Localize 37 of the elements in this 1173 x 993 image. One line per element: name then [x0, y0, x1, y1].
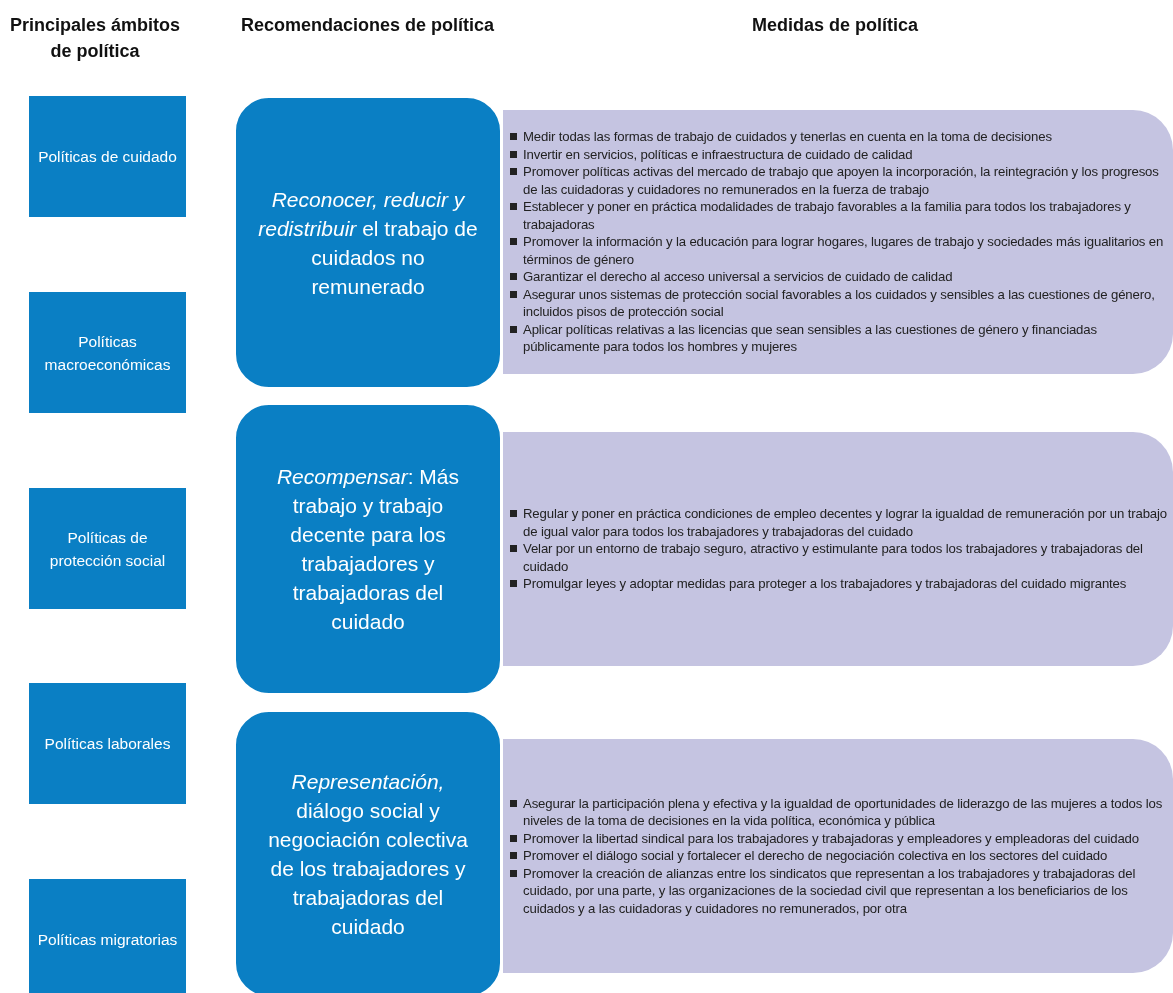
bullet-item: Promover políticas activas del mercado de trabajo que apoyen la incorporación, la reintegración y los progresos de las cuidadoras y cuidadores no remunerados en la fuerza de trabajo	[509, 163, 1169, 199]
recommendation-box	[233, 95, 503, 390]
policy-area-label: Políticas de cuidado	[38, 147, 177, 167]
bullet-item: Promover la información y la educación para lograr hogares, lugares de trabajo y sociedades más igualitarios en términos de género	[509, 233, 1169, 269]
bullet-item: Promover la libertad sindical para los trabajadores y trabajadoras y empleadores y empleadoras del cuidado	[509, 829, 1169, 848]
recommendation-box	[233, 709, 503, 993]
bullet-item: Invertir en servicios, políticas e infraestructura de cuidado de calidad	[509, 145, 1169, 164]
recommendation-box	[233, 402, 503, 696]
policy-area-label: Políticas migratorias	[37, 930, 178, 950]
measures-panel	[503, 432, 1173, 666]
policy-area-box	[29, 96, 186, 217]
policy-area-label: Políticas laborales	[44, 734, 171, 754]
policy-area-label: Políticas macroeconómicas	[43, 331, 172, 375]
bullet-item: Garantizar el derecho al acceso universal a servicios de cuidado de calidad	[509, 268, 1169, 286]
bullet-item: Asegurar unos sistemas de protección social favorables a los cuidados y sensibles a las cuestiones de género, incluidos pisos de protección social	[509, 285, 1169, 321]
bullet-item: Promover el diálogo social y fortalecer el derecho de negociación colectiva en los sectores del cuidado	[509, 847, 1169, 865]
measures-panel	[503, 739, 1173, 973]
bullet-item: Establecer y poner en práctica modalidades de trabajo favorables a la familia para todos los trabajadores y trabajadoras	[509, 198, 1169, 234]
policy-area-box	[29, 292, 186, 413]
bullet-item: Aplicar políticas relativas a las licencias que sean sensibles a las cuestiones de género y financiadas públicamente para todos los hombres y mujeres	[509, 320, 1169, 356]
policy-area-box	[29, 879, 186, 993]
recommendation-text: Reconocer, reducir y redistribuir el trabajo de cuidados no remunerado	[258, 186, 478, 300]
recommendation-text: Recompensar: Más trabajo y trabajo decente para los trabajadores y trabajadoras del cuidado	[275, 464, 461, 635]
recommendation-text: Representación, diálogo social y negociación colectiva de los trabajadores y trabajadoras del cuidado	[267, 769, 469, 940]
column-heading: Recomendaciones de política	[240, 14, 495, 37]
column-heading: Medidas de política	[750, 14, 919, 37]
bullet-item: Promover la creación de alianzas entre los sindicatos que representan a los trabajadores y trabajadoras del cuidado, por una parte, y las organizaciones de la sociedad civil que representan a los beneficiarios de los cuidados y a las cuidadoras y cuidadores no remunerados, por otra	[509, 864, 1169, 918]
column-heading: Principales ámbitos de política	[8, 14, 182, 63]
measures-panel	[503, 110, 1173, 374]
policy-area-box	[29, 683, 186, 804]
bullet-item: Medir todas las formas de trabajo de cuidados y tenerlas en cuenta en la toma de decisiones	[509, 128, 1169, 146]
bullet-item: Promulgar leyes y adoptar medidas para proteger a los trabajadores y trabajadoras del cuidado migrantes	[509, 575, 1169, 593]
bullet-item: Asegurar la participación plena y efectiva y la igualdad de oportunidades de liderazgo de las mujeres a todos los niveles de la toma de decisiones en la vida política, económica y pública	[509, 794, 1169, 830]
bullet-item: Velar por un entorno de trabajo seguro, atractivo y estimulante para todos los trabajadores y trabajadoras del cuidado	[509, 540, 1169, 576]
bullet-item: Regular y poner en práctica condiciones de empleo decentes y lograr la igualdad de remuneración por un trabajo de igual valor para todos los trabajadores y trabajadoras del cuidado	[509, 505, 1169, 541]
policy-area-box	[29, 488, 186, 609]
policy-area-label: Políticas de protección social	[48, 527, 167, 571]
